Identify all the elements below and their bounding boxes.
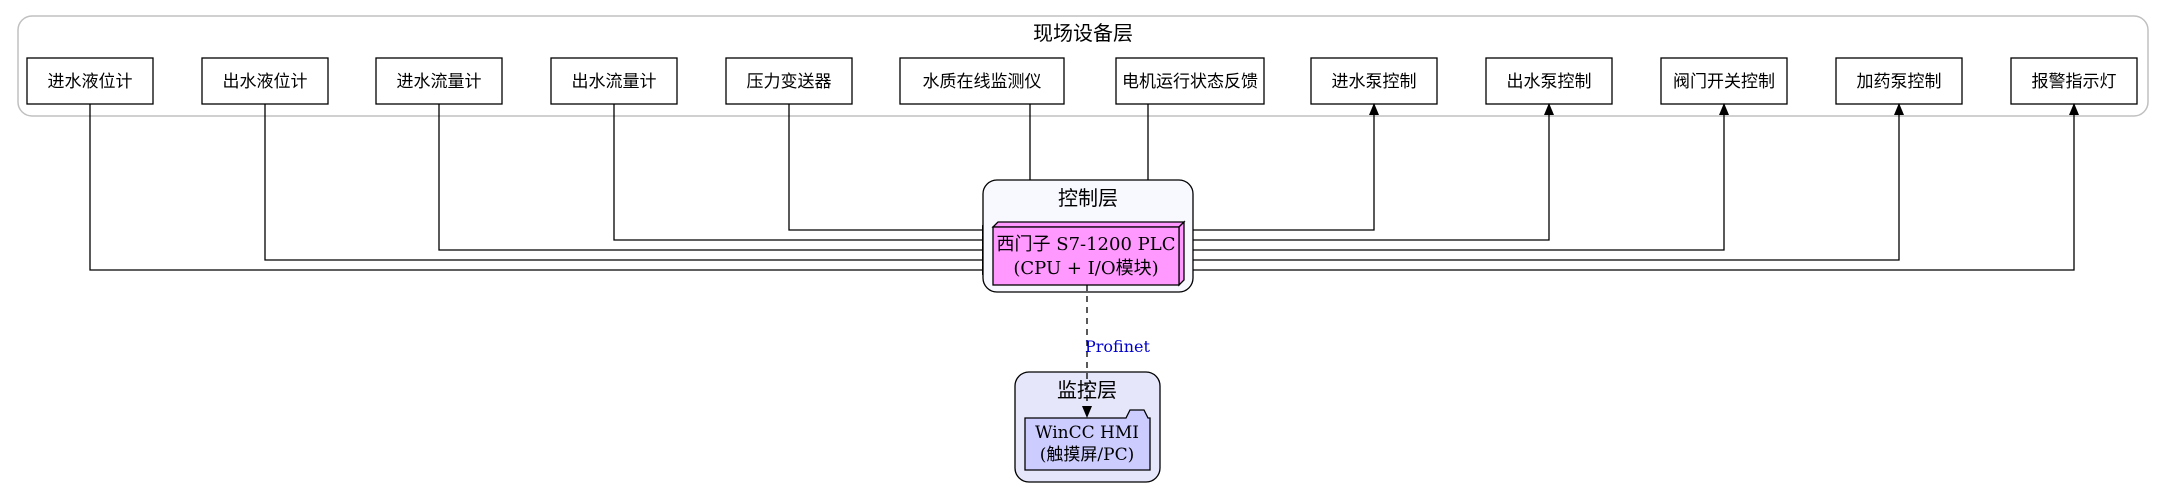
field-device-label: 进水流量计 xyxy=(397,72,482,92)
field-device-box xyxy=(550,57,678,105)
connection-out-12 xyxy=(1184,103,2079,271)
connection-out-9 xyxy=(1184,103,1554,241)
plc-label-line1: 西门子 S7-1200 PLC xyxy=(997,234,1176,255)
field-device-box xyxy=(899,57,1065,105)
field-device-label: 出水液位计 xyxy=(223,72,308,92)
plc-label-line2: (CPU + I/O模块) xyxy=(1013,258,1158,279)
connection-in-5 xyxy=(788,104,994,235)
field-device-1: 进水液位计 xyxy=(26,57,154,105)
field-device-9: 出水泵控制 xyxy=(1485,57,1613,105)
monitor-cluster: 监控层 WinCC HMI (触摸屏/PC) xyxy=(1014,371,1161,483)
profinet-link: Profinet xyxy=(1082,285,1150,418)
profinet-label: Profinet xyxy=(1085,337,1150,356)
plc-box-top xyxy=(991,221,1186,228)
field-device-label: 报警指示灯 xyxy=(2032,72,2117,92)
field-device-3: 进水流量计 xyxy=(375,57,503,105)
field-device-label: 水质在线监测仪 xyxy=(923,72,1042,92)
field-device-box xyxy=(1485,57,1613,105)
field-device-box xyxy=(201,57,329,105)
field-device-label: 出水流量计 xyxy=(572,72,657,92)
connection-out-8 xyxy=(1184,103,1379,231)
field-device-7: 电机运行状态反馈 xyxy=(1115,57,1265,105)
hmi-folder-shape xyxy=(1024,409,1151,471)
hmi-label-line1: WinCC HMI xyxy=(1035,423,1139,443)
field-device-label: 出水泵控制 xyxy=(1507,72,1592,92)
field-device-box xyxy=(375,57,503,105)
field-device-10: 阀门开关控制 xyxy=(1660,57,1788,105)
control-cluster-title: 控制层 xyxy=(1058,186,1118,210)
field-device-box xyxy=(26,57,154,105)
field-device-box xyxy=(1115,57,1265,105)
field-cluster: 现场设备层 xyxy=(17,15,2149,117)
field-device-5: 压力变送器 xyxy=(725,57,853,105)
field-device-6: 水质在线监测仪 xyxy=(899,57,1065,105)
connection-in-4 xyxy=(613,104,994,245)
field-device-8: 进水泵控制 xyxy=(1310,57,1438,105)
plc-box-side xyxy=(1178,220,1185,287)
field-device-label: 压力变送器 xyxy=(747,72,832,92)
control-cluster: 控制层 西门子 S7-1200 PLC (CPU + I/O模块) xyxy=(982,179,1194,293)
field-device-label: 进水泵控制 xyxy=(1332,72,1417,92)
field-device-box xyxy=(725,57,853,105)
field-device-box xyxy=(1660,57,1788,105)
connection-in-3 xyxy=(438,104,994,255)
connection-in-2 xyxy=(264,104,994,265)
field-device-4: 出水流量计 xyxy=(550,57,678,105)
hmi-node: WinCC HMI (触摸屏/PC) xyxy=(1024,409,1151,471)
plc-box-front xyxy=(992,226,1180,286)
field-device-box xyxy=(2010,57,2138,105)
field-device-2: 出水液位计 xyxy=(201,57,329,105)
field-device-12: 报警指示灯 xyxy=(2010,57,2138,105)
connection-out-10 xyxy=(1184,103,1729,251)
field-device-group: 进水液位计 出水液位计 进水流量计 出水流量计 压力变送器 水质在线监测仪 电机运行状态反馈… xyxy=(26,57,2138,105)
plc-node: 西门子 S7-1200 PLC (CPU + I/O模块) xyxy=(991,220,1186,287)
hmi-label-line2: (触摸屏/PC) xyxy=(1040,445,1134,465)
field-device-label: 进水液位计 xyxy=(48,72,133,92)
field-device-label: 电机运行状态反馈 xyxy=(1122,72,1258,92)
connection-group xyxy=(89,103,2079,275)
field-device-11: 加药泵控制 xyxy=(1835,57,1963,105)
field-device-label: 阀门开关控制 xyxy=(1673,72,1775,92)
field-cluster-title: 现场设备层 xyxy=(1033,21,1133,45)
field-device-box xyxy=(1835,57,1963,105)
connection-out-11 xyxy=(1184,103,1904,261)
field-device-label: 加药泵控制 xyxy=(1857,72,1942,92)
field-device-box xyxy=(1310,57,1438,105)
connection-in-1 xyxy=(89,104,994,275)
